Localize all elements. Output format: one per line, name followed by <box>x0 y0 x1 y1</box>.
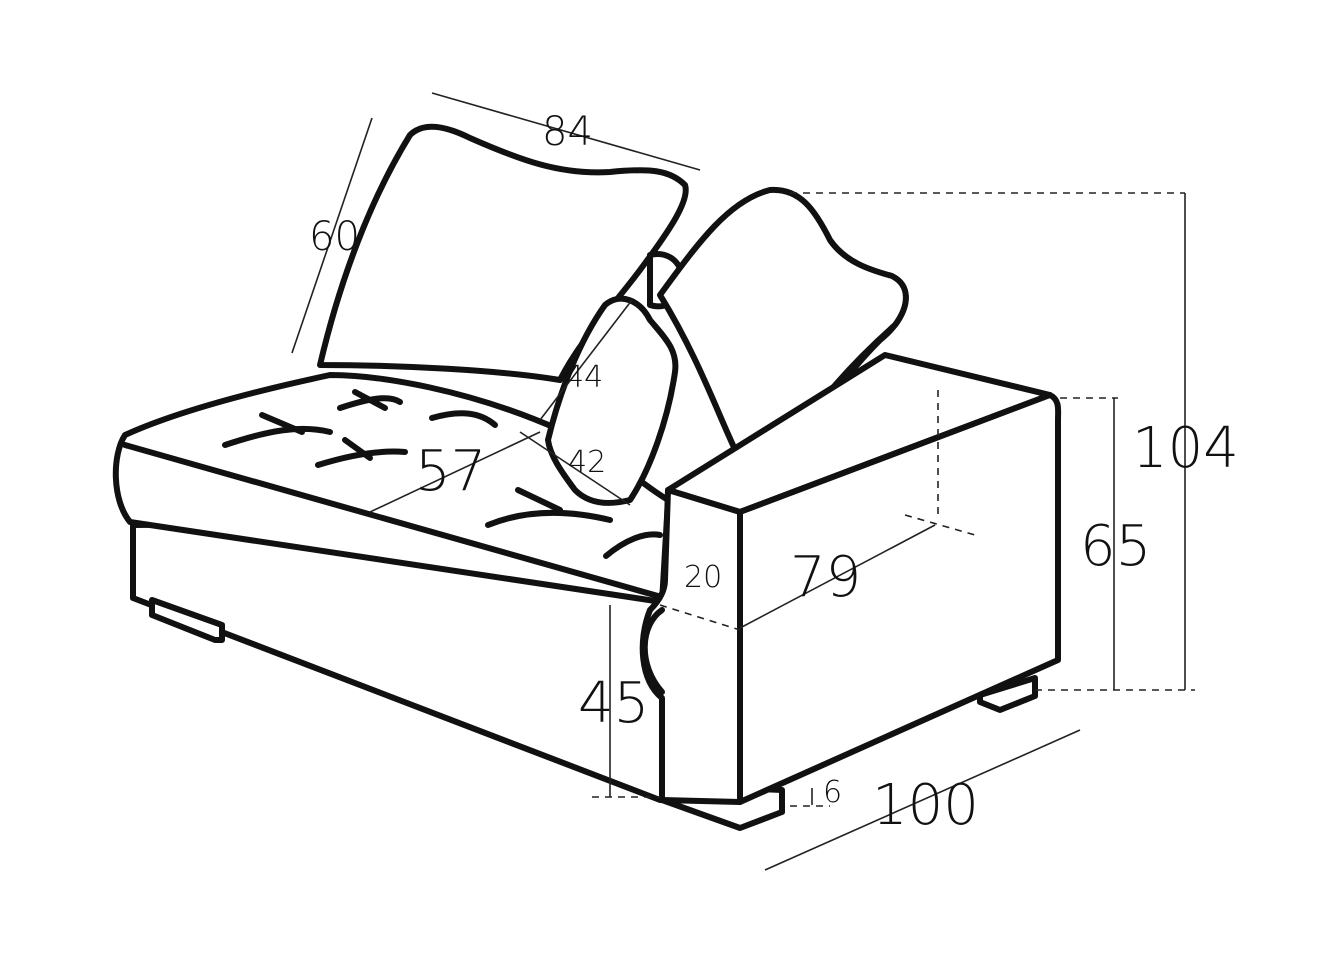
label-armrest-pillow-height: 44 <box>565 360 603 395</box>
label-backrest-height: 60 <box>309 214 360 260</box>
label-armrest-pillow-width: 42 <box>568 445 606 480</box>
seat-edge <box>122 442 668 601</box>
dimension-lines <box>291 92 1195 871</box>
seat-cushion <box>112 372 671 605</box>
label-backrest-width: 84 <box>542 109 593 155</box>
label-total-height: 104 <box>1132 416 1239 481</box>
label-seat-depth: 57 <box>415 439 486 504</box>
label-seat-height: 45 <box>578 671 649 736</box>
label-total-depth: 79 <box>790 545 861 610</box>
throw-pillow <box>545 295 679 506</box>
label-armrest-thickness: 20 <box>684 560 722 595</box>
label-total-width: 100 <box>872 773 979 838</box>
dimension-labels: 84 60 44 42 57 20 79 104 65 45 6 100 <box>309 109 1239 838</box>
armrest-inner <box>639 487 743 805</box>
sofa-drawing <box>112 123 1062 831</box>
armrest-niche <box>641 607 665 695</box>
leg-front-left <box>149 597 225 643</box>
label-armrest-height: 65 <box>1080 514 1151 579</box>
armrest-front <box>737 392 1062 805</box>
seat-tufting <box>222 389 663 559</box>
leg-back-right <box>977 675 1038 713</box>
label-leg-height: 6 <box>823 775 842 810</box>
